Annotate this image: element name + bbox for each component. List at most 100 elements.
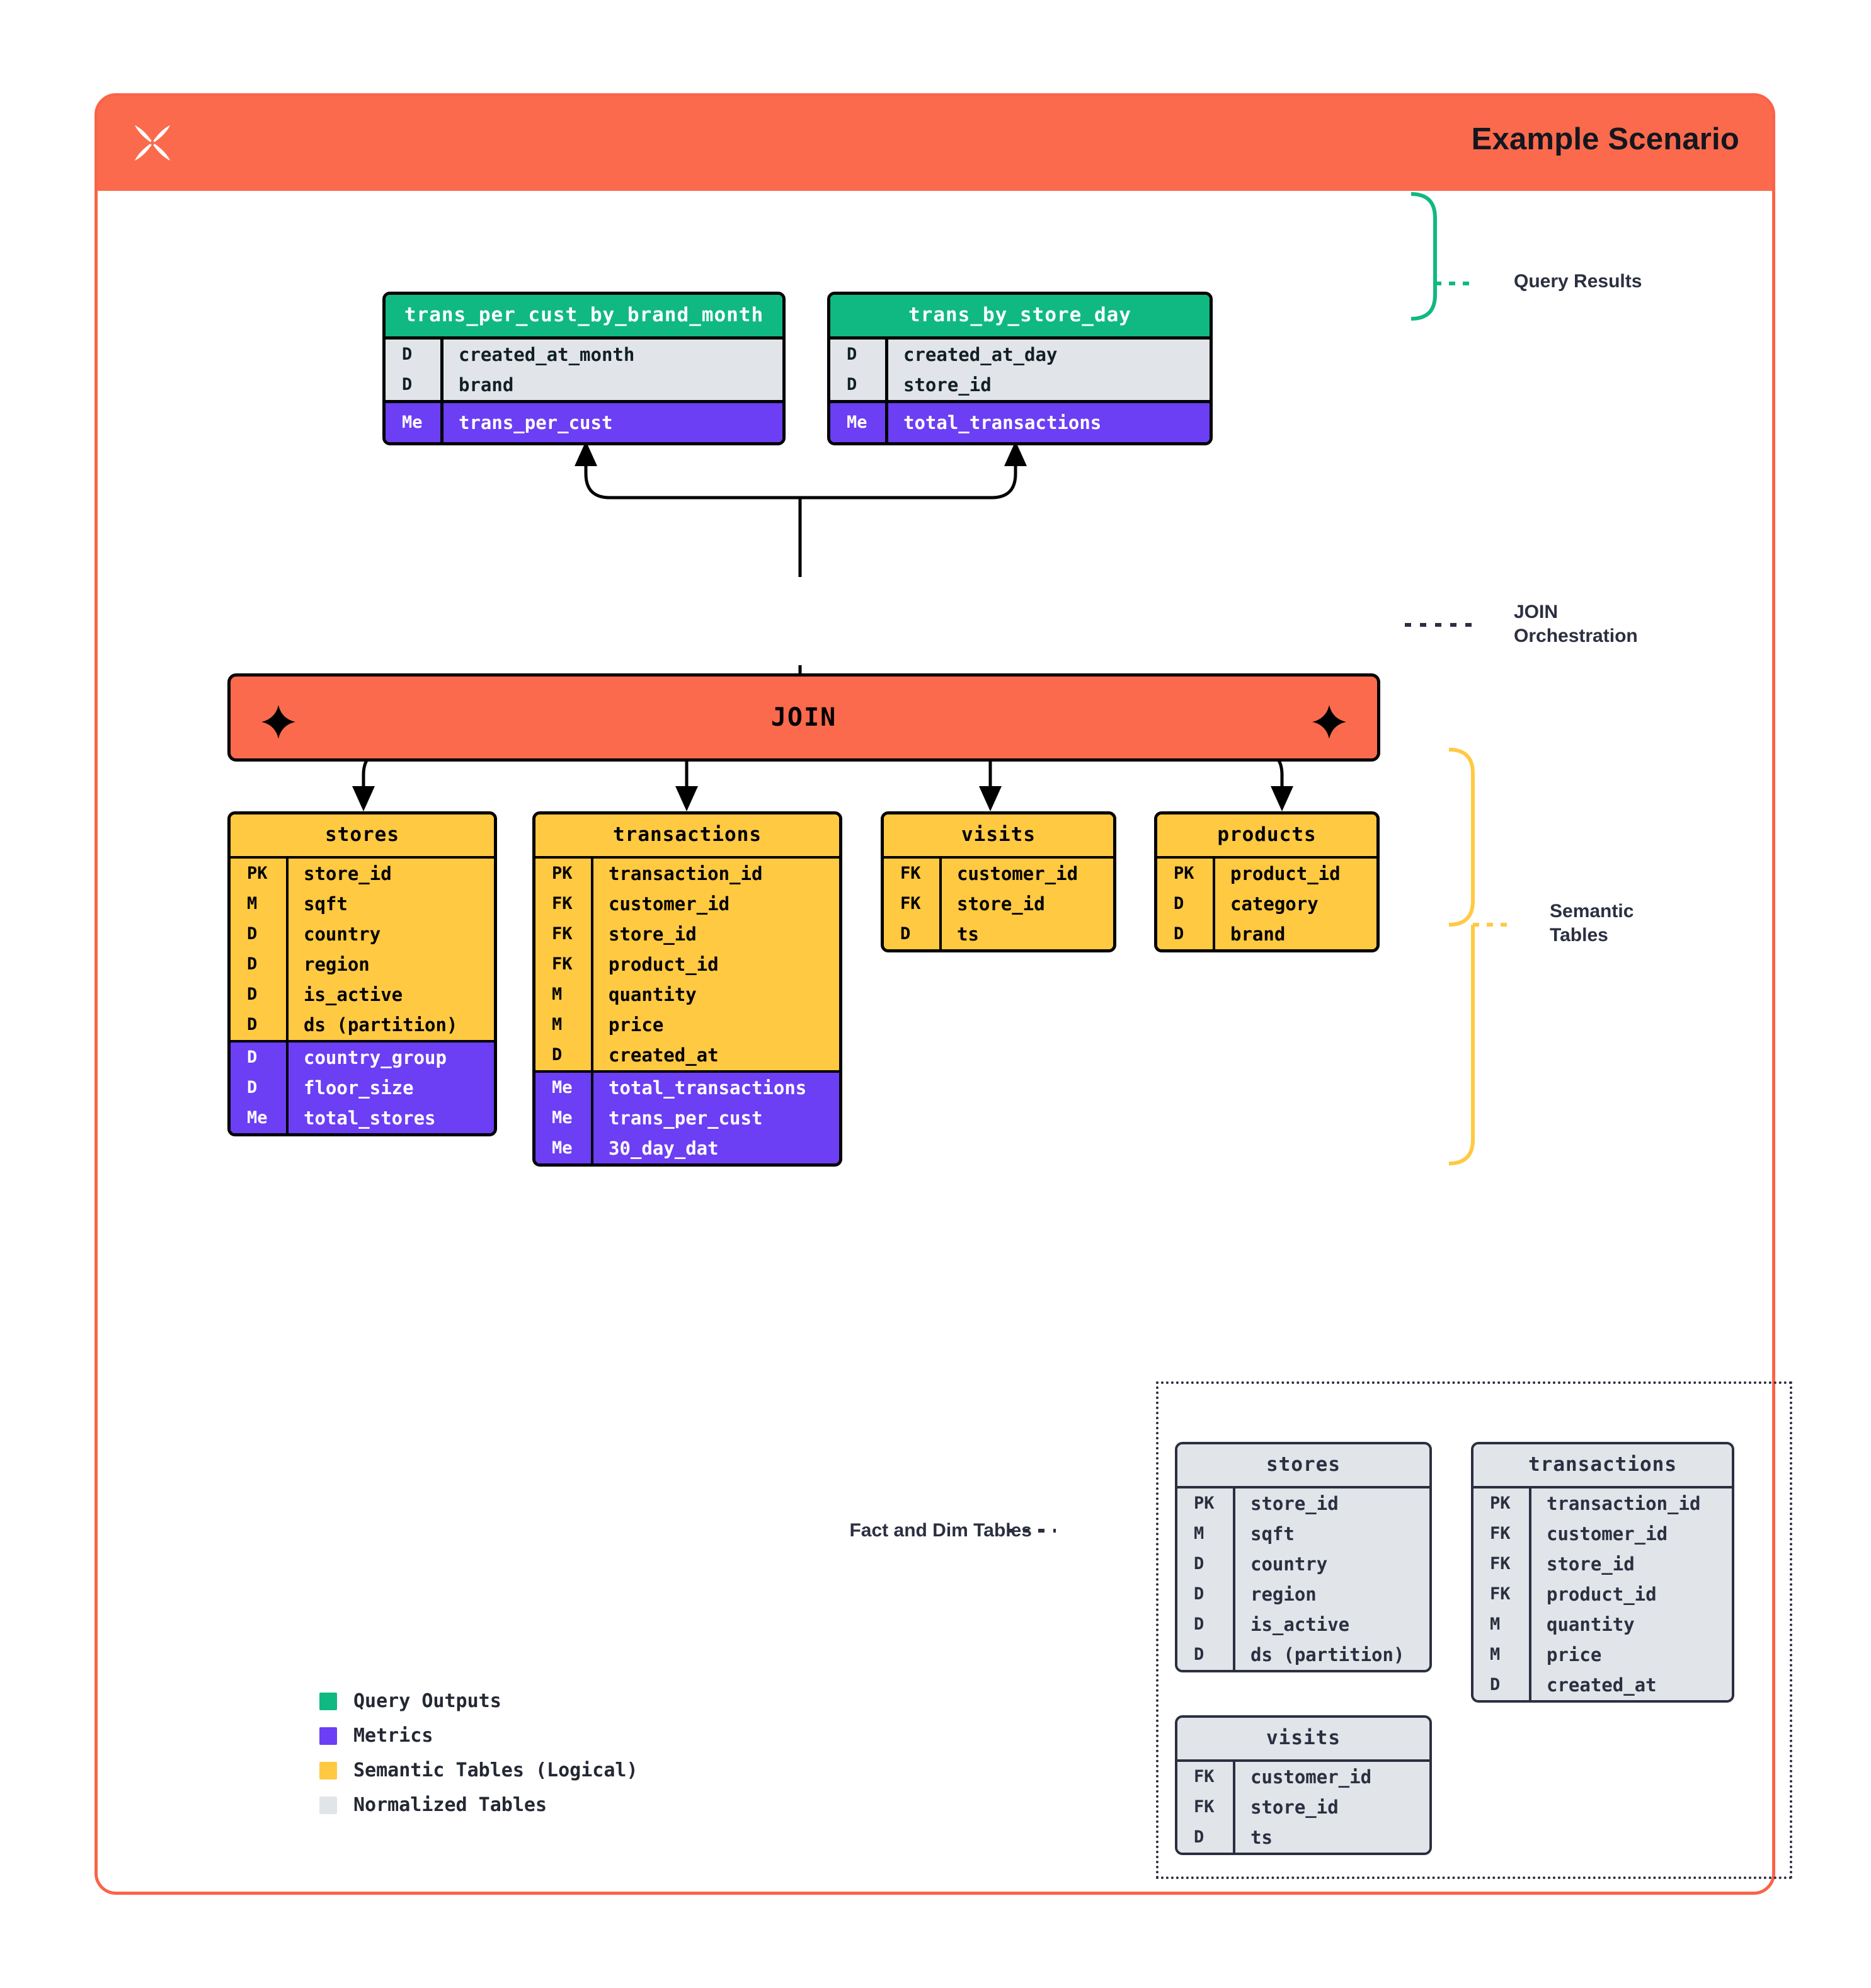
- row-key: D: [386, 370, 443, 400]
- join-label: JOIN: [770, 703, 837, 732]
- table-row: FK customer_id: [1473, 1519, 1732, 1549]
- sparkle-icon: [261, 705, 295, 739]
- table-title: trans_by_store_day: [830, 295, 1210, 340]
- row-key: FK: [1473, 1519, 1531, 1549]
- query-result-table[interactable]: trans_by_store_day D created_at_day D st…: [827, 292, 1213, 445]
- row-key: PK: [1473, 1488, 1531, 1519]
- legend-swatch-query-outputs: [319, 1692, 337, 1710]
- table-row: D created_at_month: [386, 340, 782, 370]
- row-key: M: [231, 889, 289, 919]
- row-key: FK: [884, 859, 942, 889]
- row-key: D: [1177, 1579, 1235, 1609]
- table-row: Me total_transactions: [830, 403, 1210, 442]
- row-key: D: [1473, 1670, 1531, 1700]
- join-orchestration-bar[interactable]: JOIN: [227, 673, 1380, 762]
- query-result-table[interactable]: trans_per_cust_by_brand_month D created_…: [382, 292, 786, 445]
- row-key: FK: [535, 949, 593, 980]
- row-field: store_id: [1250, 1493, 1339, 1514]
- row-field: price: [1547, 1644, 1602, 1665]
- table-title: transactions: [1473, 1444, 1732, 1488]
- row-key: D: [231, 1073, 289, 1103]
- annotation-semantic-line1: Semantic: [1550, 901, 1634, 922]
- row-key: PK: [231, 859, 289, 889]
- legend-item: Metrics: [319, 1718, 638, 1753]
- row-key: M: [535, 980, 593, 1010]
- legend-swatch-metrics: [319, 1727, 337, 1745]
- row-key: M: [1473, 1640, 1531, 1670]
- row-field: customer_id: [1547, 1523, 1668, 1545]
- table-title: visits: [884, 814, 1113, 859]
- row-key: Me: [386, 403, 443, 442]
- row-field: total_stores: [304, 1107, 436, 1129]
- annotation-join-orchestration: JOIN Orchestration: [1514, 600, 1638, 649]
- row-key: D: [231, 949, 289, 980]
- row-key: FK: [535, 889, 593, 919]
- page-title: Example Scenario: [1471, 122, 1739, 156]
- row-key: FK: [1177, 1762, 1235, 1792]
- legend-item: Query Outputs: [319, 1684, 638, 1718]
- row-field: total_transactions: [609, 1077, 807, 1099]
- legend: Query Outputs Metrics Semantic Tables (L…: [319, 1684, 638, 1822]
- row-key: PK: [1157, 859, 1215, 889]
- row-key: M: [535, 1010, 593, 1040]
- row-key: FK: [1473, 1579, 1531, 1609]
- row-key: D: [231, 1043, 289, 1073]
- row-field: store_id: [609, 923, 697, 945]
- legend-label: Semantic Tables (Logical): [353, 1759, 638, 1781]
- row-key: D: [1157, 889, 1215, 919]
- row-field: store_id: [1547, 1553, 1635, 1575]
- dimension-group: D created_at_month D brand: [386, 340, 782, 400]
- row-field: trans_per_cust: [459, 412, 613, 433]
- row-field: 30_day_dat: [609, 1138, 719, 1159]
- row-field: created_at_month: [459, 344, 635, 365]
- row-field: country: [304, 923, 381, 945]
- row-field: is_active: [304, 984, 403, 1005]
- metric-group: Me trans_per_cust: [386, 400, 782, 442]
- row-field: quantity: [609, 984, 697, 1005]
- row-field: category: [1230, 893, 1319, 915]
- row-field: ts: [1250, 1827, 1273, 1848]
- table-title: stores: [1177, 1444, 1429, 1488]
- row-key: M: [1177, 1519, 1235, 1549]
- row-key: D: [231, 980, 289, 1010]
- scenario-card: Example Scenario: [94, 93, 1792, 1895]
- row-key: Me: [830, 403, 888, 442]
- row-field: product_id: [1547, 1584, 1657, 1605]
- row-field: country: [1250, 1553, 1328, 1575]
- annotation-join-line1: JOIN: [1514, 602, 1559, 622]
- row-field: ds (partition): [304, 1014, 458, 1036]
- row-key: D: [830, 370, 888, 400]
- sparkle-icon: [1312, 705, 1346, 739]
- row-key: FK: [1177, 1792, 1235, 1822]
